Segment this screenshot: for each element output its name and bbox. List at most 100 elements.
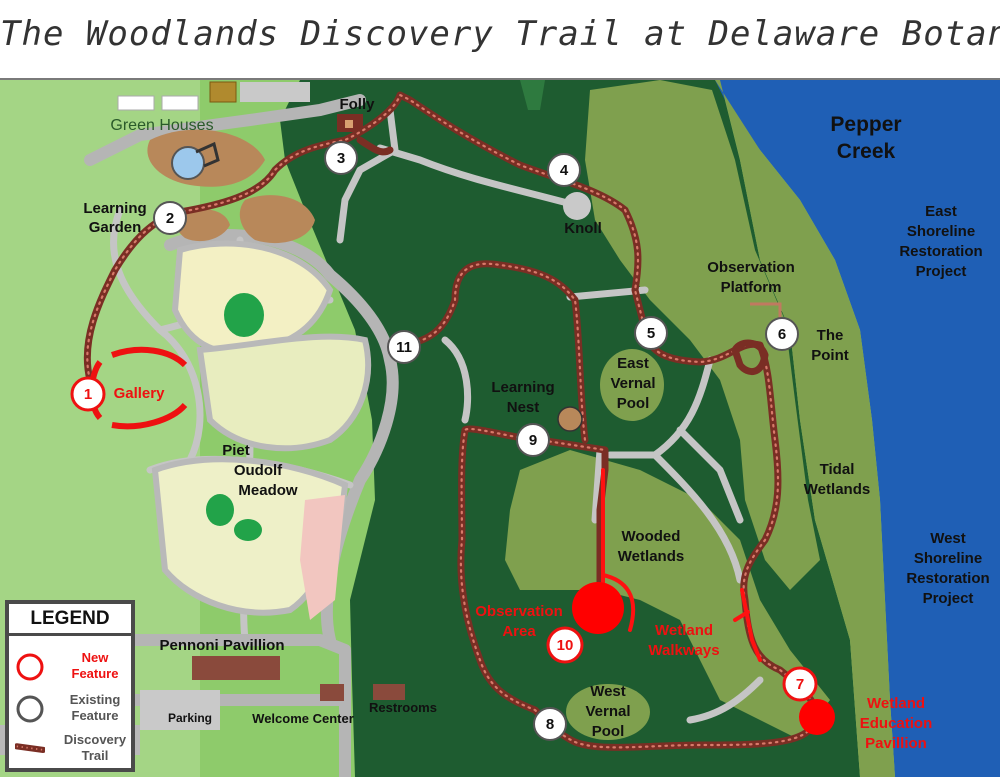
label-west-shoreline-3: Restoration (906, 570, 989, 587)
label-wetland-education-pavillion-2: Education (860, 715, 933, 732)
wetland-education-pavillion-building (799, 699, 835, 735)
label-east-shoreline-3: Restoration (899, 243, 982, 260)
label-piet-oudolf-meadow-2: Oudolf (234, 462, 283, 479)
west-vernal-pool (566, 684, 650, 740)
legend-discovery-trail-line-2: Trail (81, 748, 109, 763)
label-welcome-center: Welcome Center (252, 711, 354, 726)
label-learning-nest-2: Nest (507, 399, 540, 416)
label-wooded-wetlands-2: Wetlands (618, 548, 684, 565)
tidal-wetlands-area (585, 80, 820, 590)
pond-bridge (195, 141, 220, 168)
label-west-vernal-pool-2: Vernal (585, 703, 630, 720)
label-learning-garden-2: Garden (89, 219, 142, 236)
label-pepper-creek-1: Pepper (830, 113, 901, 136)
existing-feature-circle-icon (16, 695, 44, 723)
forest-path-south (686, 676, 764, 724)
wetland-walkway-link (733, 610, 750, 622)
forest-path-cross-3 (651, 451, 744, 584)
svg-text:9: 9 (529, 432, 537, 449)
stop-marker-8: 8 (533, 707, 567, 741)
label-parking: Parking (168, 711, 212, 725)
title-bar: The Woodlands Discovery Trail at Delawar… (0, 0, 1000, 80)
label-west-shoreline-4: Project (923, 590, 974, 607)
learning-garden-bed-3 (175, 209, 230, 242)
label-west-shoreline-2: Shoreline (914, 550, 982, 567)
stop-marker-1: 1 (70, 376, 106, 412)
svg-text:6: 6 (778, 326, 786, 343)
forest-path-west-loop (441, 336, 472, 424)
label-east-vernal-pool-3: Pool (617, 395, 650, 412)
label-learning-nest-1: Learning (491, 379, 554, 396)
green-house-2 (161, 95, 199, 111)
label-east-shoreline-1: East (925, 203, 957, 220)
label-tidal-wetlands-2: Wetlands (804, 481, 870, 498)
svg-text:7: 7 (796, 676, 804, 693)
label-west-shoreline-1: West (930, 530, 966, 547)
label-observation-platform-2: Platform (721, 279, 782, 296)
stop-marker-10: 10 (546, 626, 584, 664)
stop-marker-3: 3 (324, 141, 358, 175)
trail-segment-folly-spur (356, 136, 394, 156)
legend-existing-feature-line-1: Existing (69, 692, 121, 707)
legend-new-feature-line-1: New (81, 650, 109, 665)
label-observation-platform-1: Observation (707, 259, 795, 276)
label-the-point-1: The (817, 327, 844, 344)
label-east-shoreline-4: Project (916, 263, 967, 280)
label-gallery: Gallery (114, 385, 166, 402)
svg-text:8: 8 (546, 716, 554, 733)
wetland-walkway-south (740, 588, 762, 662)
stop-marker-2: 2 (153, 201, 187, 235)
label-the-point-2: Point (811, 347, 849, 364)
trail-dots-1 (86, 93, 818, 749)
meadow-bed-pink (300, 495, 345, 620)
forest-path-north (376, 144, 579, 209)
legend-new-feature-line-2: Feature (71, 666, 119, 681)
green-house-pond (171, 146, 205, 180)
observation-area-platform (572, 582, 624, 634)
welcome-center-building (320, 684, 344, 701)
pavillion-road (124, 634, 351, 777)
forest-path-west-vernal (591, 446, 604, 524)
new-feature-circle-icon (16, 653, 44, 681)
stop-marker-11: 11 (387, 330, 421, 364)
map-title: The Woodlands Discovery Trail at Delawar… (0, 14, 1000, 54)
label-wetland-walkways-1: Wetland (655, 622, 713, 639)
label-wooded-wetlands-1: Wooded (622, 528, 681, 545)
knoll-mound (563, 192, 591, 220)
knoll-clearing (520, 80, 545, 110)
garden-map: 1 2 3 4 5 6 7 8 9 10 11 Green Houses Fol… (0, 80, 1000, 777)
folly-window (345, 120, 353, 128)
service-lot (240, 82, 310, 102)
gallery-arc-1 (110, 346, 188, 368)
label-pennoni-pavillion: Pennoni Pavillion (159, 637, 284, 654)
meadow-center-green (224, 293, 264, 337)
shoreline-marsh (715, 80, 895, 777)
svg-text:1: 1 (84, 386, 92, 403)
pepper-creek-water (715, 80, 1000, 777)
stop-marker-4: 4 (547, 153, 581, 187)
stop-marker-5: 5 (634, 316, 668, 350)
label-piet-oudolf-meadow-1: Piet (222, 442, 250, 459)
green-house-1 (117, 95, 155, 111)
svg-text:11: 11 (396, 339, 412, 356)
label-wetland-education-pavillion-1: Wetland (867, 695, 925, 712)
observation-platform-deck (750, 302, 782, 318)
label-east-vernal-pool-2: Vernal (610, 375, 655, 392)
stop-marker-9: 9 (516, 423, 550, 457)
trail-segment-point-loop (731, 339, 769, 375)
wooded-wetlands-area (505, 450, 830, 740)
label-folly: Folly (339, 96, 375, 113)
meadow-bed-mid (196, 333, 372, 452)
forest-path-folly (336, 106, 399, 244)
trail-dots-west-loop (403, 262, 587, 442)
label-green-houses: Green Houses (110, 117, 213, 134)
stop-marker-6: 6 (765, 317, 799, 351)
svg-text:10: 10 (557, 637, 574, 654)
label-west-vernal-pool-1: West (590, 683, 626, 700)
parking-lot (140, 690, 220, 730)
svg-text:5: 5 (647, 325, 655, 342)
